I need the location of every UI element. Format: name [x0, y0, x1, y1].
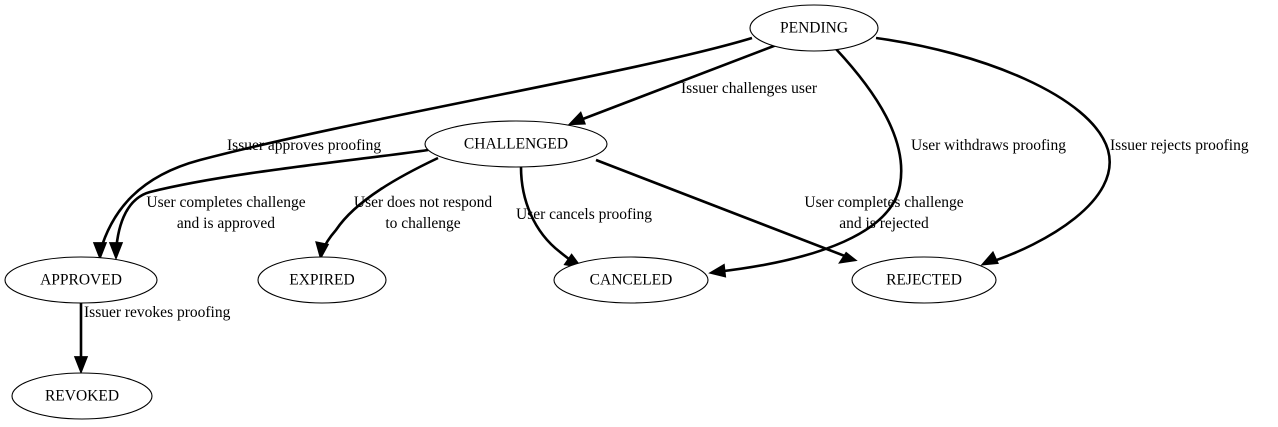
edge-label-challenged-expired-line1: User does not respond — [354, 194, 492, 211]
edge-approved-revoked — [73, 303, 89, 375]
edge-label-challenged-rejected: User completes challenge and is rejected — [804, 194, 963, 232]
edge-challenged-approved-arrowhead — [108, 242, 124, 261]
edge-label-challenged-rejected-line2: and is rejected — [839, 215, 929, 232]
node-canceled-label: CANCELED — [590, 272, 673, 289]
edge-label-challenged-canceled: User cancels proofing — [516, 206, 652, 223]
edge-pending-rejected-arrowhead — [980, 250, 999, 266]
node-approved-shape[interactable] — [4, 256, 158, 304]
node-revoked-shape[interactable] — [11, 372, 153, 420]
edge-challenged-expired-arrowhead — [315, 241, 330, 261]
edge-pending-rejected — [875, 36, 1111, 266]
edge-label-challenged-rejected-line1: User completes challenge — [804, 194, 963, 211]
node-expired-label: EXPIRED — [289, 272, 354, 289]
edge-pending-canceled-path — [715, 48, 903, 274]
node-pending-shape[interactable] — [749, 4, 879, 52]
edge-challenged-expired — [315, 156, 439, 261]
node-rejected[interactable]: REJECTED — [851, 256, 997, 304]
node-rejected-label: REJECTED — [886, 272, 962, 289]
edge-challenged-approved-path — [114, 148, 429, 253]
edge-label-challenged-expired-line2: to challenge — [385, 215, 460, 232]
edge-label-challenged-approved-line1: User completes challenge — [146, 194, 305, 211]
edge-pending-approved-path — [98, 36, 753, 253]
node-challenged-label: CHALLENGED — [464, 136, 568, 153]
edge-label-challenged-approved-line2: and is approved — [177, 215, 275, 232]
node-approved-label: APPROVED — [40, 272, 122, 289]
edge-challenged-approved — [108, 148, 429, 261]
node-expired-shape[interactable] — [257, 256, 387, 304]
edge-pending-approved-arrowhead — [92, 242, 108, 261]
node-pending-label: PENDING — [780, 20, 848, 37]
edge-pending-challenged-arrowhead — [567, 111, 587, 126]
edge-label-pending-challenged: Issuer challenges user — [681, 80, 818, 97]
edge-approved-revoked-arrowhead — [73, 356, 89, 375]
edge-label-challenged-approved: User completes challenge and is approved — [146, 194, 305, 232]
node-challenged-shape[interactable] — [424, 120, 608, 168]
edge-challenged-rejected-path — [595, 158, 851, 260]
edge-challenged-rejected — [595, 158, 858, 264]
node-canceled-shape[interactable] — [553, 256, 709, 304]
node-challenged[interactable]: CHALLENGED — [424, 120, 608, 168]
edge-label-challenged-expired: User does not respond to challenge — [354, 194, 492, 232]
node-expired[interactable]: EXPIRED — [257, 256, 387, 304]
edge-pending-canceled — [708, 48, 903, 278]
edge-label-approved-revoked: Issuer revokes proofing — [84, 304, 231, 321]
edge-label-pending-approved: Issuer approves proofing — [227, 137, 381, 154]
node-canceled[interactable]: CANCELED — [553, 256, 709, 304]
edge-label-pending-canceled: User withdraws proofing — [911, 137, 1066, 154]
edge-pending-challenged — [567, 42, 780, 126]
edge-label-pending-rejected: Issuer rejects proofing — [1110, 137, 1249, 154]
node-rejected-shape[interactable] — [851, 256, 997, 304]
edge-pending-canceled-arrowhead — [708, 263, 727, 278]
node-approved[interactable]: APPROVED — [4, 256, 158, 304]
edge-pending-rejected-path — [875, 36, 1111, 265]
node-revoked[interactable]: REVOKED — [11, 372, 153, 420]
node-pending[interactable]: PENDING — [749, 4, 879, 52]
edge-pending-challenged-path — [574, 42, 780, 124]
edge-pending-approved — [92, 36, 753, 261]
edge-challenged-rejected-arrowhead — [838, 251, 858, 264]
node-revoked-label: REVOKED — [45, 388, 119, 405]
